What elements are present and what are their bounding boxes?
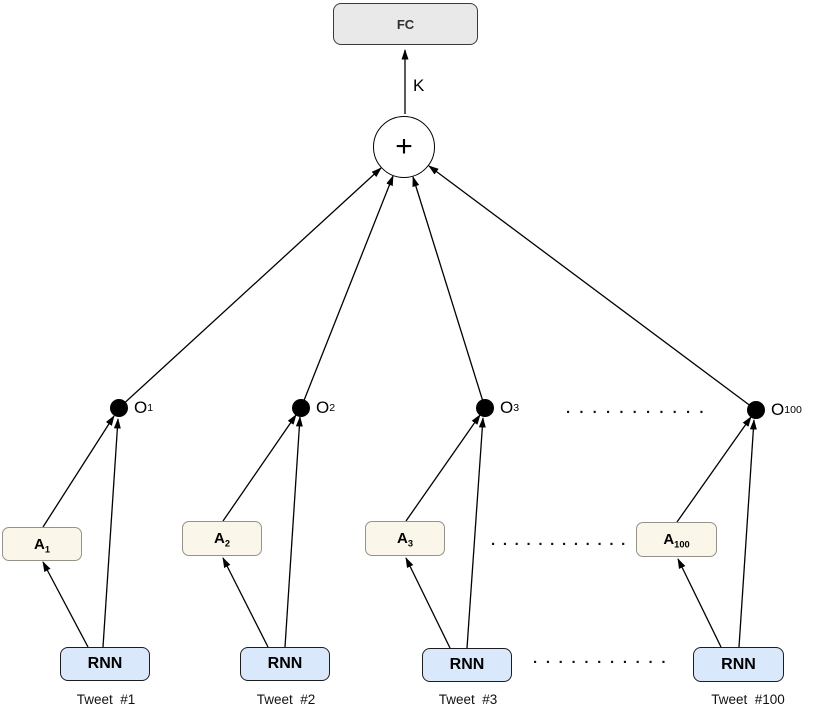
sum-node: + xyxy=(373,116,435,178)
k-edge-label: K xyxy=(413,76,425,95)
a-label: A3 xyxy=(396,530,413,549)
a-label-main: A xyxy=(33,535,45,553)
a-label-main: A xyxy=(213,530,225,547)
edge-o2-to-sum xyxy=(300,175,394,409)
o-label-main: O xyxy=(500,398,514,417)
rnn-label: RNN xyxy=(87,655,123,672)
o-node-3 xyxy=(476,399,494,417)
a-label: A100 xyxy=(663,531,690,550)
edge-rnn1-to-a1 xyxy=(42,561,89,648)
a-label: A2 xyxy=(213,530,230,549)
rnn-label: RNN xyxy=(267,655,303,672)
o-node-1 xyxy=(110,399,128,417)
o-node-100 xyxy=(747,401,765,419)
edge-o3-to-sum xyxy=(412,176,486,409)
o-label-main: O xyxy=(134,398,148,417)
a-label-sub: 100 xyxy=(674,539,690,550)
fc-node: FC xyxy=(333,3,478,45)
rnn-node-1: RNN xyxy=(60,647,150,681)
tweet-caption-100: Tweet #100 xyxy=(711,692,785,707)
a-label-main: A xyxy=(396,530,408,547)
a-node-2: A2 xyxy=(182,521,262,556)
edge-rnn1-to-o1 xyxy=(102,418,121,648)
edge-o100-to-sum xyxy=(428,165,757,411)
edge-a3-to-o3 xyxy=(405,414,481,522)
tweet-caption-2: Tweet #2 xyxy=(256,692,316,707)
a-label-main: A xyxy=(663,531,675,548)
edge-rnn4-to-o100 xyxy=(738,419,757,648)
rnn-label: RNN xyxy=(449,656,485,673)
rnn-label: RNN xyxy=(721,655,756,673)
ellipsis-a-row: . . . . . . . . . . . . xyxy=(491,532,626,549)
fc-label: FC xyxy=(396,16,415,32)
plus-symbol: + xyxy=(395,130,413,163)
edge-o1-to-sum xyxy=(118,167,382,409)
edge-rnn2-to-a2 xyxy=(222,557,269,648)
edge-rnn3-to-a3 xyxy=(405,557,451,649)
edge-rnn2-to-o2 xyxy=(284,416,303,648)
a-node-1: A1 xyxy=(2,527,82,561)
o-label-main: O xyxy=(316,398,330,417)
o-node-2 xyxy=(292,399,310,417)
a-label-sub: 2 xyxy=(224,538,230,549)
a-label-sub: 1 xyxy=(44,543,50,554)
rnn-node-2: RNN xyxy=(240,647,330,681)
tweet-caption-3: Tweet #3 xyxy=(438,692,498,707)
o-label-main: O xyxy=(771,400,785,419)
a-node-100: A100 xyxy=(636,522,717,557)
edge-rnn4-to-a100 xyxy=(677,558,722,648)
a-label-sub: 3 xyxy=(407,538,413,549)
rnn-node-100: RNN xyxy=(693,647,784,682)
ellipsis-rnn-row: . . . . . . . . . . . xyxy=(533,650,666,667)
a-label: A1 xyxy=(33,535,50,554)
ellipsis-o-row: . . . . . . . . . . . xyxy=(566,400,704,417)
edge-a100-to-o100 xyxy=(676,416,752,523)
edge-a1-to-o1 xyxy=(42,415,115,528)
edge-rnn3-to-o3 xyxy=(466,417,486,649)
a-node-3: A3 xyxy=(365,521,445,556)
rnn-node-3: RNN xyxy=(422,648,512,682)
edge-a2-to-o2 xyxy=(222,414,297,522)
tweet-caption-1: Tweet #1 xyxy=(76,692,136,707)
